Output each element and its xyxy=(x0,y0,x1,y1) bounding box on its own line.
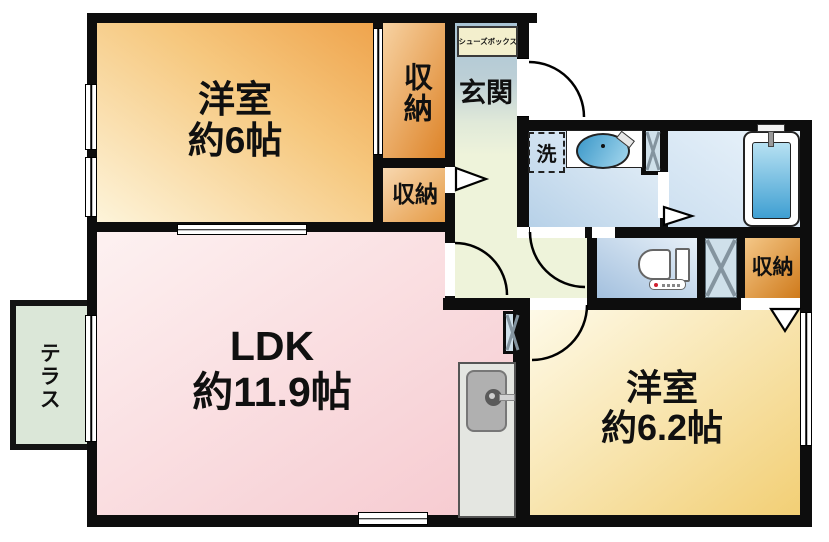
toilet-tank xyxy=(675,248,690,282)
wall-hall-west xyxy=(445,13,455,310)
terrace xyxy=(10,300,87,450)
bedroom1-ldk-sliding-door xyxy=(177,224,307,235)
terrace-sliding-door xyxy=(85,315,97,442)
ldk-door-leaf xyxy=(445,243,455,296)
wall-shaft1-bottom xyxy=(641,171,665,175)
bathroom-door-leaf xyxy=(658,172,669,218)
room-storage-right xyxy=(745,238,800,298)
room-entrance-hall xyxy=(455,23,517,298)
room-ldk xyxy=(97,232,513,515)
wall-shaft1-west xyxy=(641,131,646,171)
storage-top-opening xyxy=(373,28,383,155)
shoe-box-label: シューズボックス xyxy=(458,37,517,46)
toilet-icon xyxy=(638,246,693,291)
room-hall-extension xyxy=(517,238,587,298)
toilet-bowl xyxy=(638,249,671,280)
bedroom1-window-lower xyxy=(85,157,97,217)
room-storage-mid xyxy=(383,168,447,222)
kitchen-faucet-handle xyxy=(499,394,515,401)
room-bedroom2 xyxy=(530,310,800,515)
kitchen-counter xyxy=(458,362,516,518)
pipe-shaft-2 xyxy=(705,238,737,298)
toilet-control-red-dot xyxy=(654,283,658,287)
toilet-control-dots xyxy=(662,284,682,287)
wall-entrance-east xyxy=(517,13,529,227)
washbasin-drain xyxy=(601,144,605,148)
wall-shaft2-east xyxy=(737,238,745,298)
washbasin-icon xyxy=(566,130,643,169)
bathtub-water xyxy=(752,142,791,219)
wall-closet-divider xyxy=(383,158,447,168)
bedroom2-door-opening xyxy=(530,298,587,310)
washroom-door-opening xyxy=(530,227,585,238)
bedroom2-window xyxy=(800,312,812,446)
shoe-box: シューズボックス xyxy=(457,26,518,57)
entrance-door-arc xyxy=(528,60,586,118)
wall-outer-top xyxy=(87,13,537,23)
pipe-shaft-1 xyxy=(646,131,660,171)
wall-toilet-west xyxy=(587,238,597,298)
wall-wetblock-top xyxy=(517,120,812,131)
wall-ldk-east xyxy=(513,298,530,527)
bathtub-icon xyxy=(743,124,800,227)
ldk-bottom-window xyxy=(358,512,428,525)
storage-right-door-opening xyxy=(741,298,800,310)
room-bedroom1 xyxy=(97,23,373,222)
bathtub-faucet-stem xyxy=(768,131,774,147)
wall-outer-bottom xyxy=(87,515,812,527)
laundry-label: 洗 xyxy=(536,144,557,166)
wall-wetblock-south xyxy=(529,227,812,238)
bedroom1-window-upper xyxy=(85,84,97,150)
storage-mid-door-opening xyxy=(445,167,455,193)
kitchen-faucet-dot xyxy=(489,393,495,399)
wall-bathroom-west-lower xyxy=(660,218,668,227)
wall-toilet-east xyxy=(697,238,705,298)
wall-bathroom-west-upper xyxy=(660,131,668,172)
toilet-door-opening xyxy=(592,227,615,238)
wall-outer-left xyxy=(87,13,97,527)
washing-machine-pan: 洗 xyxy=(528,132,565,173)
entrance-door-leaf xyxy=(517,58,529,117)
room-storage-top xyxy=(383,23,447,158)
